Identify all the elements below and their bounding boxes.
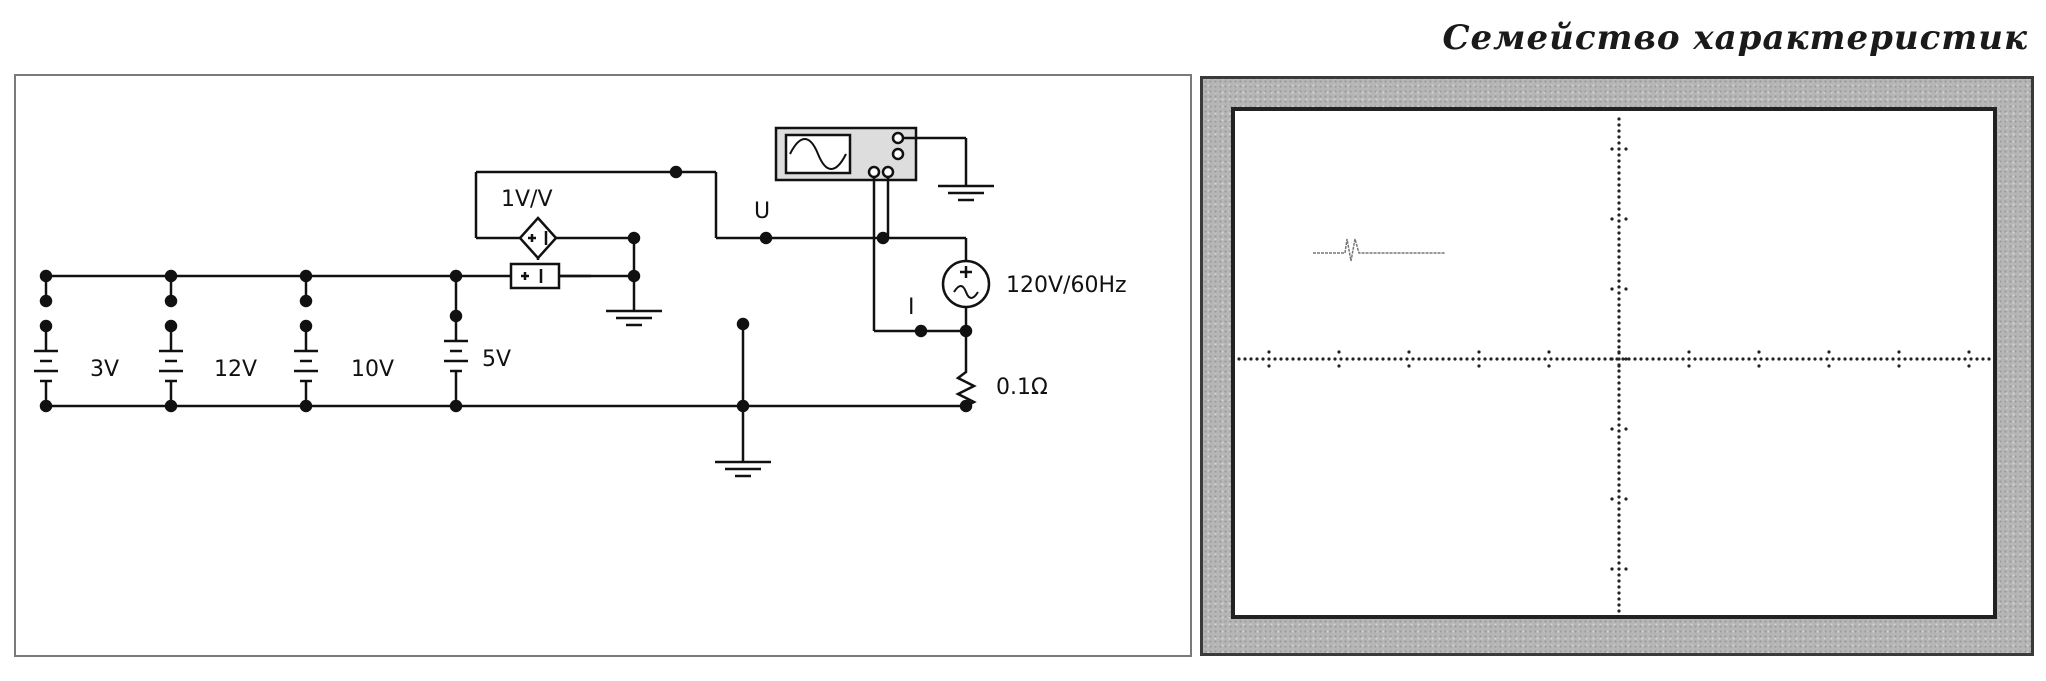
trace-segment — [1313, 238, 1445, 262]
battery-label-10v: 10V — [351, 357, 394, 382]
oscilloscope-icon — [774, 126, 994, 333]
resistor-label: 0.1Ω — [996, 375, 1048, 400]
battery-label-3v: 3V — [90, 357, 119, 382]
controlled-gain-label: 1V/V — [501, 187, 553, 212]
battery-branch-3v — [34, 269, 58, 413]
circuit-schematic: 3V 12V 10V 5V 1V/V — [14, 74, 1192, 657]
scope-grid — [1237, 117, 1991, 613]
node-i-label: I — [908, 295, 915, 320]
node-u-label: U — [754, 199, 770, 224]
battery-branch-12v — [159, 269, 183, 413]
battery-label-12v: 12V — [214, 357, 257, 382]
ground-main — [715, 317, 771, 478]
battery-label-5v: 5V — [482, 347, 511, 372]
dependent-diamond-source — [474, 170, 676, 264]
ac-voltage-source — [914, 238, 991, 366]
ground-dependent-source — [606, 231, 662, 327]
resistor — [955, 366, 977, 413]
node-u-wire — [669, 165, 966, 245]
oscilloscope-display — [1200, 76, 2034, 656]
battery-branch-5v — [444, 269, 468, 413]
battery-branch-10v — [294, 269, 318, 413]
oscilloscope-screen — [1231, 107, 1997, 619]
battery-labels: 3V 12V 10V 5V — [90, 347, 511, 382]
voltage-controlled-source — [509, 262, 634, 290]
ac-source-label: 120V/60Hz — [1006, 273, 1127, 298]
figure-caption: Семейство характеристик — [1442, 18, 2028, 58]
